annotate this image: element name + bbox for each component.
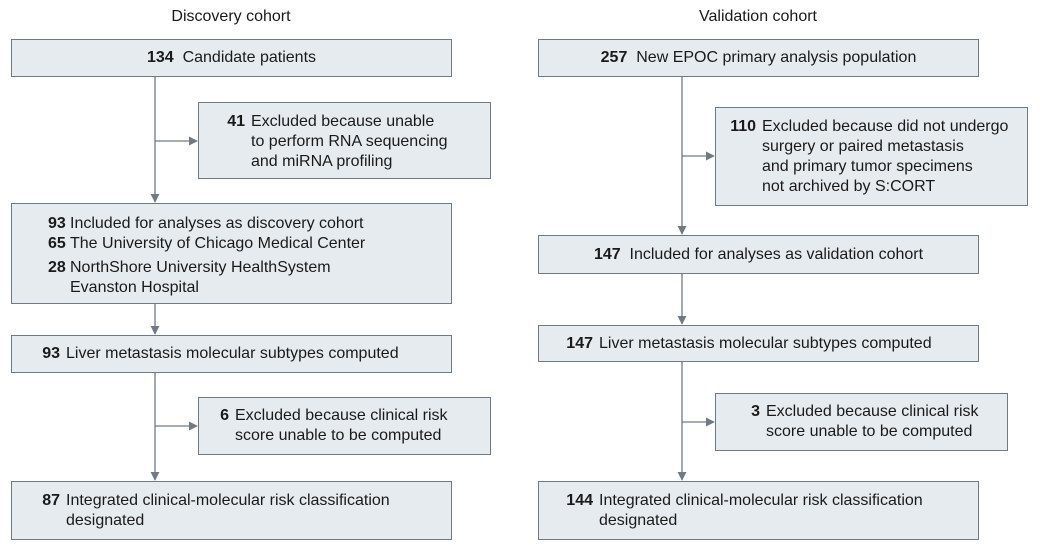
- excluded-3-count: 3: [751, 403, 760, 420]
- included-label: Included for analyses as discovery cohor…: [70, 215, 364, 232]
- validation-integrated-count: 144: [566, 492, 593, 509]
- northshore-count: 28: [48, 259, 66, 276]
- excluded-41-count: 41: [227, 113, 245, 130]
- site-row-northshore: 28 NorthShore University HealthSystem: [48, 258, 451, 278]
- chicago-count: 65: [48, 235, 66, 252]
- discovery-integrated-count: 87: [42, 492, 60, 509]
- excluded-41-line-3: and miRNA profiling: [251, 153, 393, 170]
- excluded-110-line-4: not archived by S:CORT: [762, 178, 936, 195]
- validation-included-label: Included for analyses as validation coho…: [629, 245, 924, 263]
- excluded-3-line-1: Excluded because clinical risk: [766, 403, 979, 420]
- discovery-cohort-heading: Discovery cohort: [171, 8, 291, 25]
- population-count: 257: [600, 49, 628, 66]
- population-label: New EPOC primary analysis population: [636, 49, 917, 66]
- validation-included-box: 147 Included for analyses as validation …: [538, 235, 979, 274]
- evanston-count: [48, 278, 64, 298]
- excluded-3-line-2: score unable to be computed: [766, 423, 973, 440]
- excluded-6-line-2: score unable to be computed: [235, 427, 442, 444]
- discovery-integrated-line-1: Integrated clinical-molecular risk class…: [66, 492, 390, 509]
- validation-subtypes-label: Liver metastasis molecular subtypes comp…: [599, 335, 932, 352]
- site-row-chicago: 65 The University of Chicago Medical Cen…: [48, 234, 451, 254]
- candidate-count: 134: [146, 49, 174, 66]
- excluded-110-line-2: surgery or paired metastasis: [762, 138, 964, 155]
- discovery-subtypes-label: Liver metastasis molecular subtypes comp…: [66, 345, 399, 362]
- excluded-6-box: 6 Excluded because clinical risk score u…: [198, 397, 491, 455]
- included-count: 93: [48, 215, 66, 232]
- validation-integrated-line-2: designated: [599, 512, 678, 529]
- epoc-population-box: 257 New EPOC primary analysis population: [538, 39, 979, 77]
- discovery-integrated-box: 87 Integrated clinical-molecular risk cl…: [11, 481, 452, 540]
- validation-included-count: 147: [593, 245, 621, 263]
- excluded-41-box: 41 Excluded because unable to perform RN…: [198, 102, 491, 179]
- excluded-6-count: 6: [220, 407, 229, 424]
- discovery-included-box: 93 Included for analyses as discovery co…: [11, 203, 452, 304]
- candidate-label: Candidate patients: [182, 49, 317, 66]
- site-row-evanston: Evanston Hospital: [48, 278, 451, 298]
- validation-integrated-box: 144 Integrated clinical-molecular risk c…: [538, 481, 979, 540]
- excluded-41-line-1: Excluded because unable: [251, 113, 435, 130]
- excluded-110-line-1: Excluded because did not undergo: [762, 118, 1009, 135]
- validation-integrated-line-1: Integrated clinical-molecular risk class…: [599, 492, 923, 509]
- excluded-6-line-1: Excluded because clinical risk: [235, 407, 448, 424]
- candidate-patients-box: 134 Candidate patients: [11, 39, 452, 77]
- evanston-label: Evanston Hospital: [70, 279, 199, 296]
- excluded-110-box: 110 Excluded because did not undergo sur…: [715, 107, 1028, 206]
- excluded-41-line-2: to perform RNA sequencing: [251, 133, 448, 150]
- discovery-subtypes-box: 93 Liver metastasis molecular subtypes c…: [11, 335, 452, 373]
- discovery-subtypes-count: 93: [42, 345, 60, 362]
- included-row: 93 Included for analyses as discovery co…: [48, 214, 451, 234]
- excluded-110-count: 110: [730, 118, 756, 135]
- validation-subtypes-count: 147: [566, 335, 593, 352]
- validation-subtypes-box: 147 Liver metastasis molecular subtypes …: [538, 325, 979, 362]
- excluded-110-line-3: and primary tumor specimens: [762, 158, 973, 175]
- excluded-3-box: 3 Excluded because clinical risk score u…: [715, 393, 1008, 451]
- northshore-label: NorthShore University HealthSystem: [70, 259, 331, 276]
- validation-cohort-heading: Validation cohort: [699, 8, 817, 25]
- discovery-integrated-line-2: designated: [66, 512, 145, 529]
- chicago-label: The University of Chicago Medical Center: [70, 235, 366, 252]
